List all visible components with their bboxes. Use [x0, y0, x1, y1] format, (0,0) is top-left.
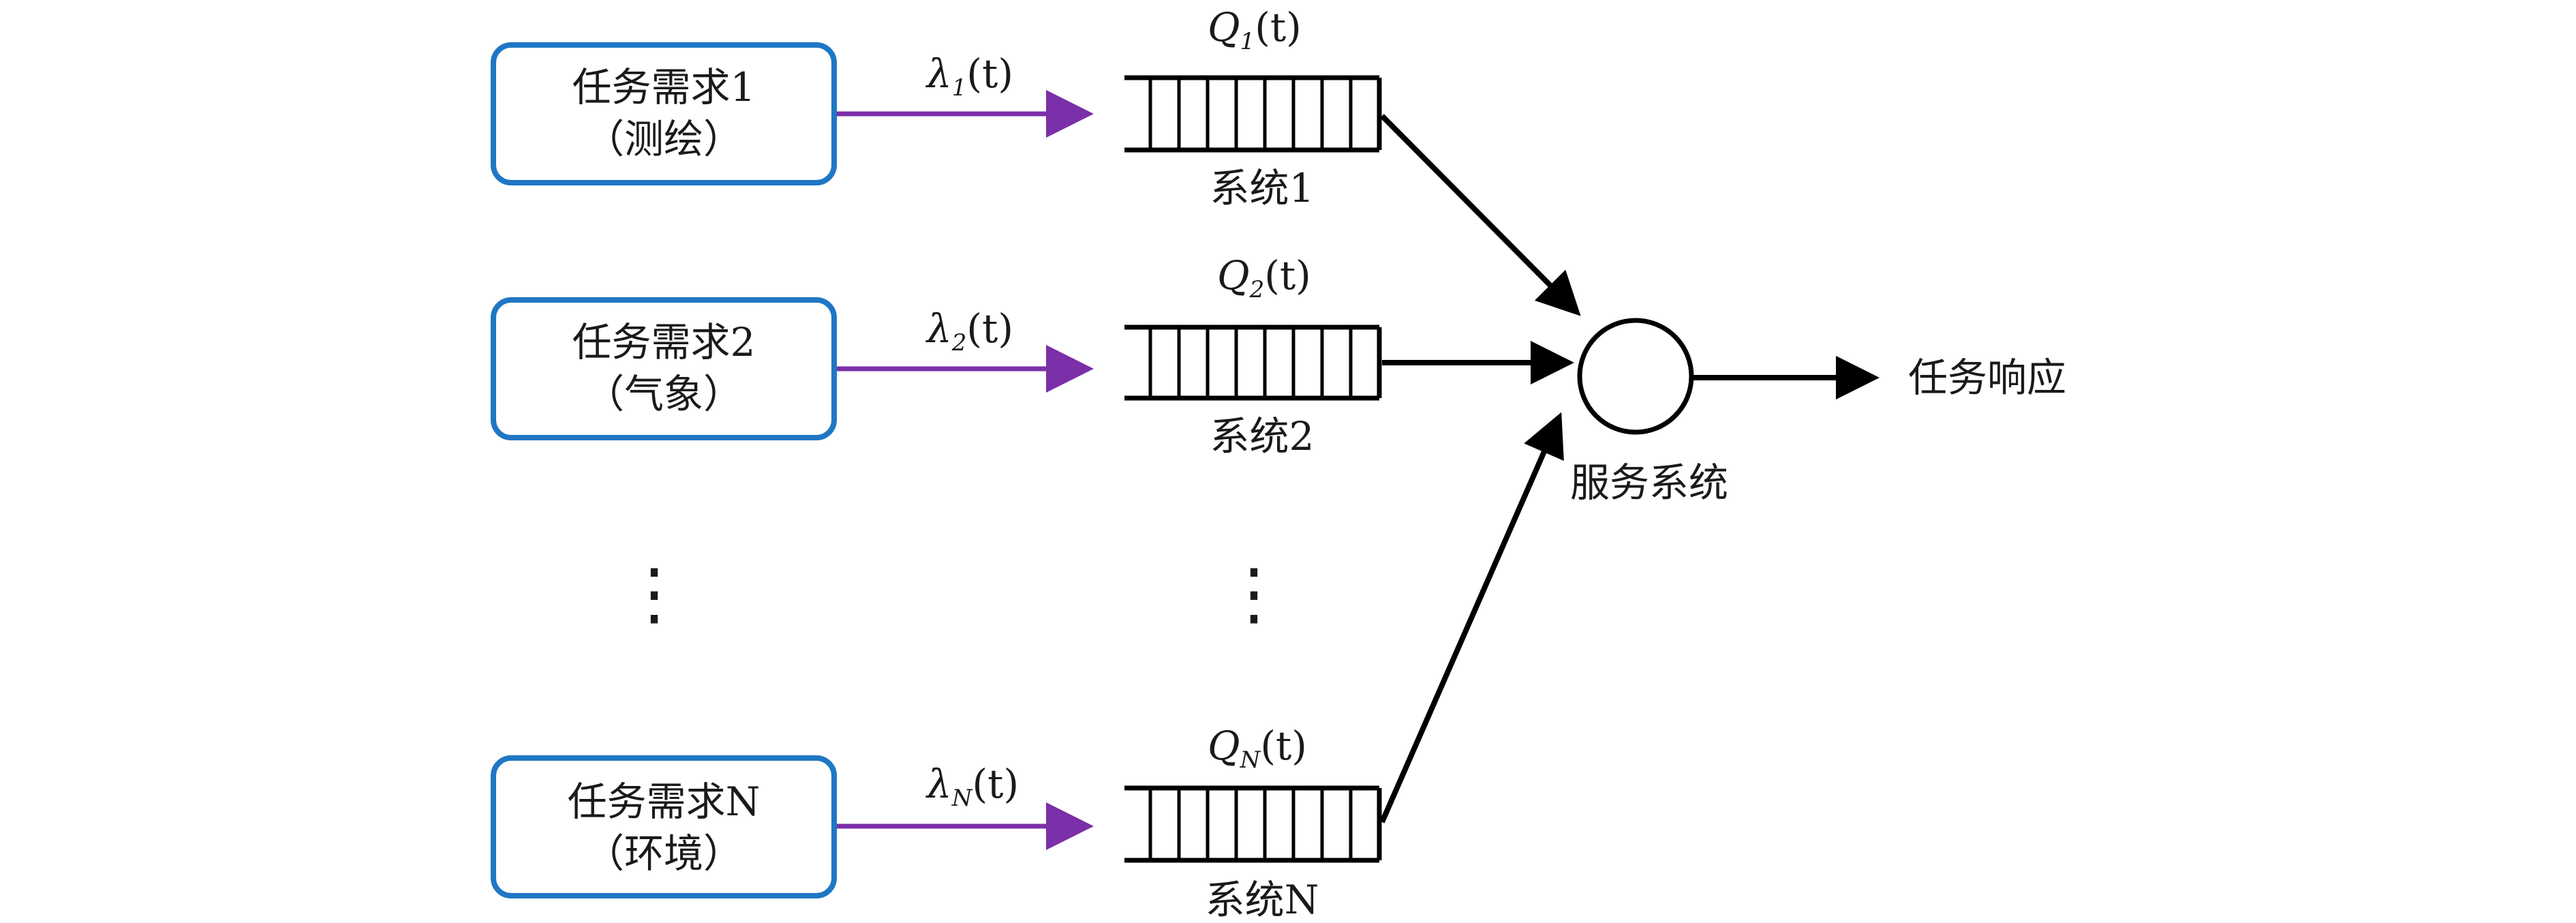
server-node — [1577, 318, 1694, 435]
queue-symbol-1: Q — [1208, 4, 1240, 50]
demand-ellipsis: ⋮ — [620, 554, 688, 633]
rate-label-n: λN(t) — [925, 761, 1019, 812]
queue-ellipsis: ⋮ — [1220, 554, 1288, 633]
rate-sub-2: 2 — [951, 329, 967, 357]
demand-subtitle-2: （气象） — [585, 371, 743, 417]
queue-sub-n: N — [1240, 746, 1261, 774]
rate-sub-n: N — [951, 785, 973, 812]
rate-arg-2: (t) — [966, 305, 1013, 352]
demand-row-2: 任务需求2 （气象） λ2(t) Q2(t) 系统2 — [491, 252, 1574, 459]
rate-label-1: λ1(t) — [925, 50, 1013, 102]
queue-sub-1: 1 — [1240, 28, 1255, 55]
queue-arg-1: (t) — [1255, 4, 1302, 50]
queue-buffer-n — [1124, 785, 1382, 863]
queue-label-2: Q2(t) — [1217, 252, 1311, 303]
rate-symbol-2: λ — [925, 305, 952, 352]
rate-symbol-n: λ — [925, 761, 952, 807]
system-label-1: 系统1 — [1210, 165, 1315, 211]
rate-arg-n: (t) — [972, 761, 1019, 807]
demand-box-1 — [491, 42, 837, 185]
rate-sub-1: 1 — [952, 74, 967, 102]
queue-symbol-2: Q — [1217, 252, 1250, 299]
queue-buffer-2 — [1124, 324, 1382, 401]
queue-symbol-n: Q — [1208, 723, 1240, 769]
demand-title-n: 任务需求N — [568, 778, 761, 825]
demand-box-2 — [491, 297, 837, 440]
queue-arg-n: (t) — [1260, 723, 1307, 769]
server-label: 服务系统 — [1570, 459, 1728, 506]
rate-symbol-1: λ — [925, 50, 952, 97]
demand-subtitle-1: （测绘） — [585, 116, 743, 162]
queue-sub-2: 2 — [1249, 276, 1265, 303]
queue-label-n: QN(t) — [1208, 723, 1307, 774]
rate-arg-1: (t) — [966, 50, 1013, 97]
demand-row-1: 任务需求1 （测绘） λ1(t) Q1(t) 系统1 — [491, 4, 1581, 316]
system-label-n: 系统N — [1206, 877, 1319, 923]
system-label-2: 系统2 — [1210, 413, 1315, 459]
demand-row-n: 任务需求N （环境） λN(t) QN(t) 系统N — [491, 412, 1564, 923]
queue-to-server-arrow-1 — [1380, 114, 1581, 316]
demand-box-n — [491, 755, 837, 898]
queue-arg-2: (t) — [1264, 252, 1311, 299]
demand-title-1: 任务需求1 — [572, 64, 756, 110]
queue-buffer-1 — [1124, 75, 1382, 153]
queue-label-1: Q1(t) — [1208, 4, 1302, 55]
demand-title-2: 任务需求2 — [572, 319, 756, 365]
output-label: 任务响应 — [1908, 354, 2066, 401]
rate-label-2: λ2(t) — [925, 305, 1013, 357]
demand-subtitle-n: （环境） — [585, 830, 743, 877]
queue-to-server-arrow-n — [1379, 412, 1564, 823]
